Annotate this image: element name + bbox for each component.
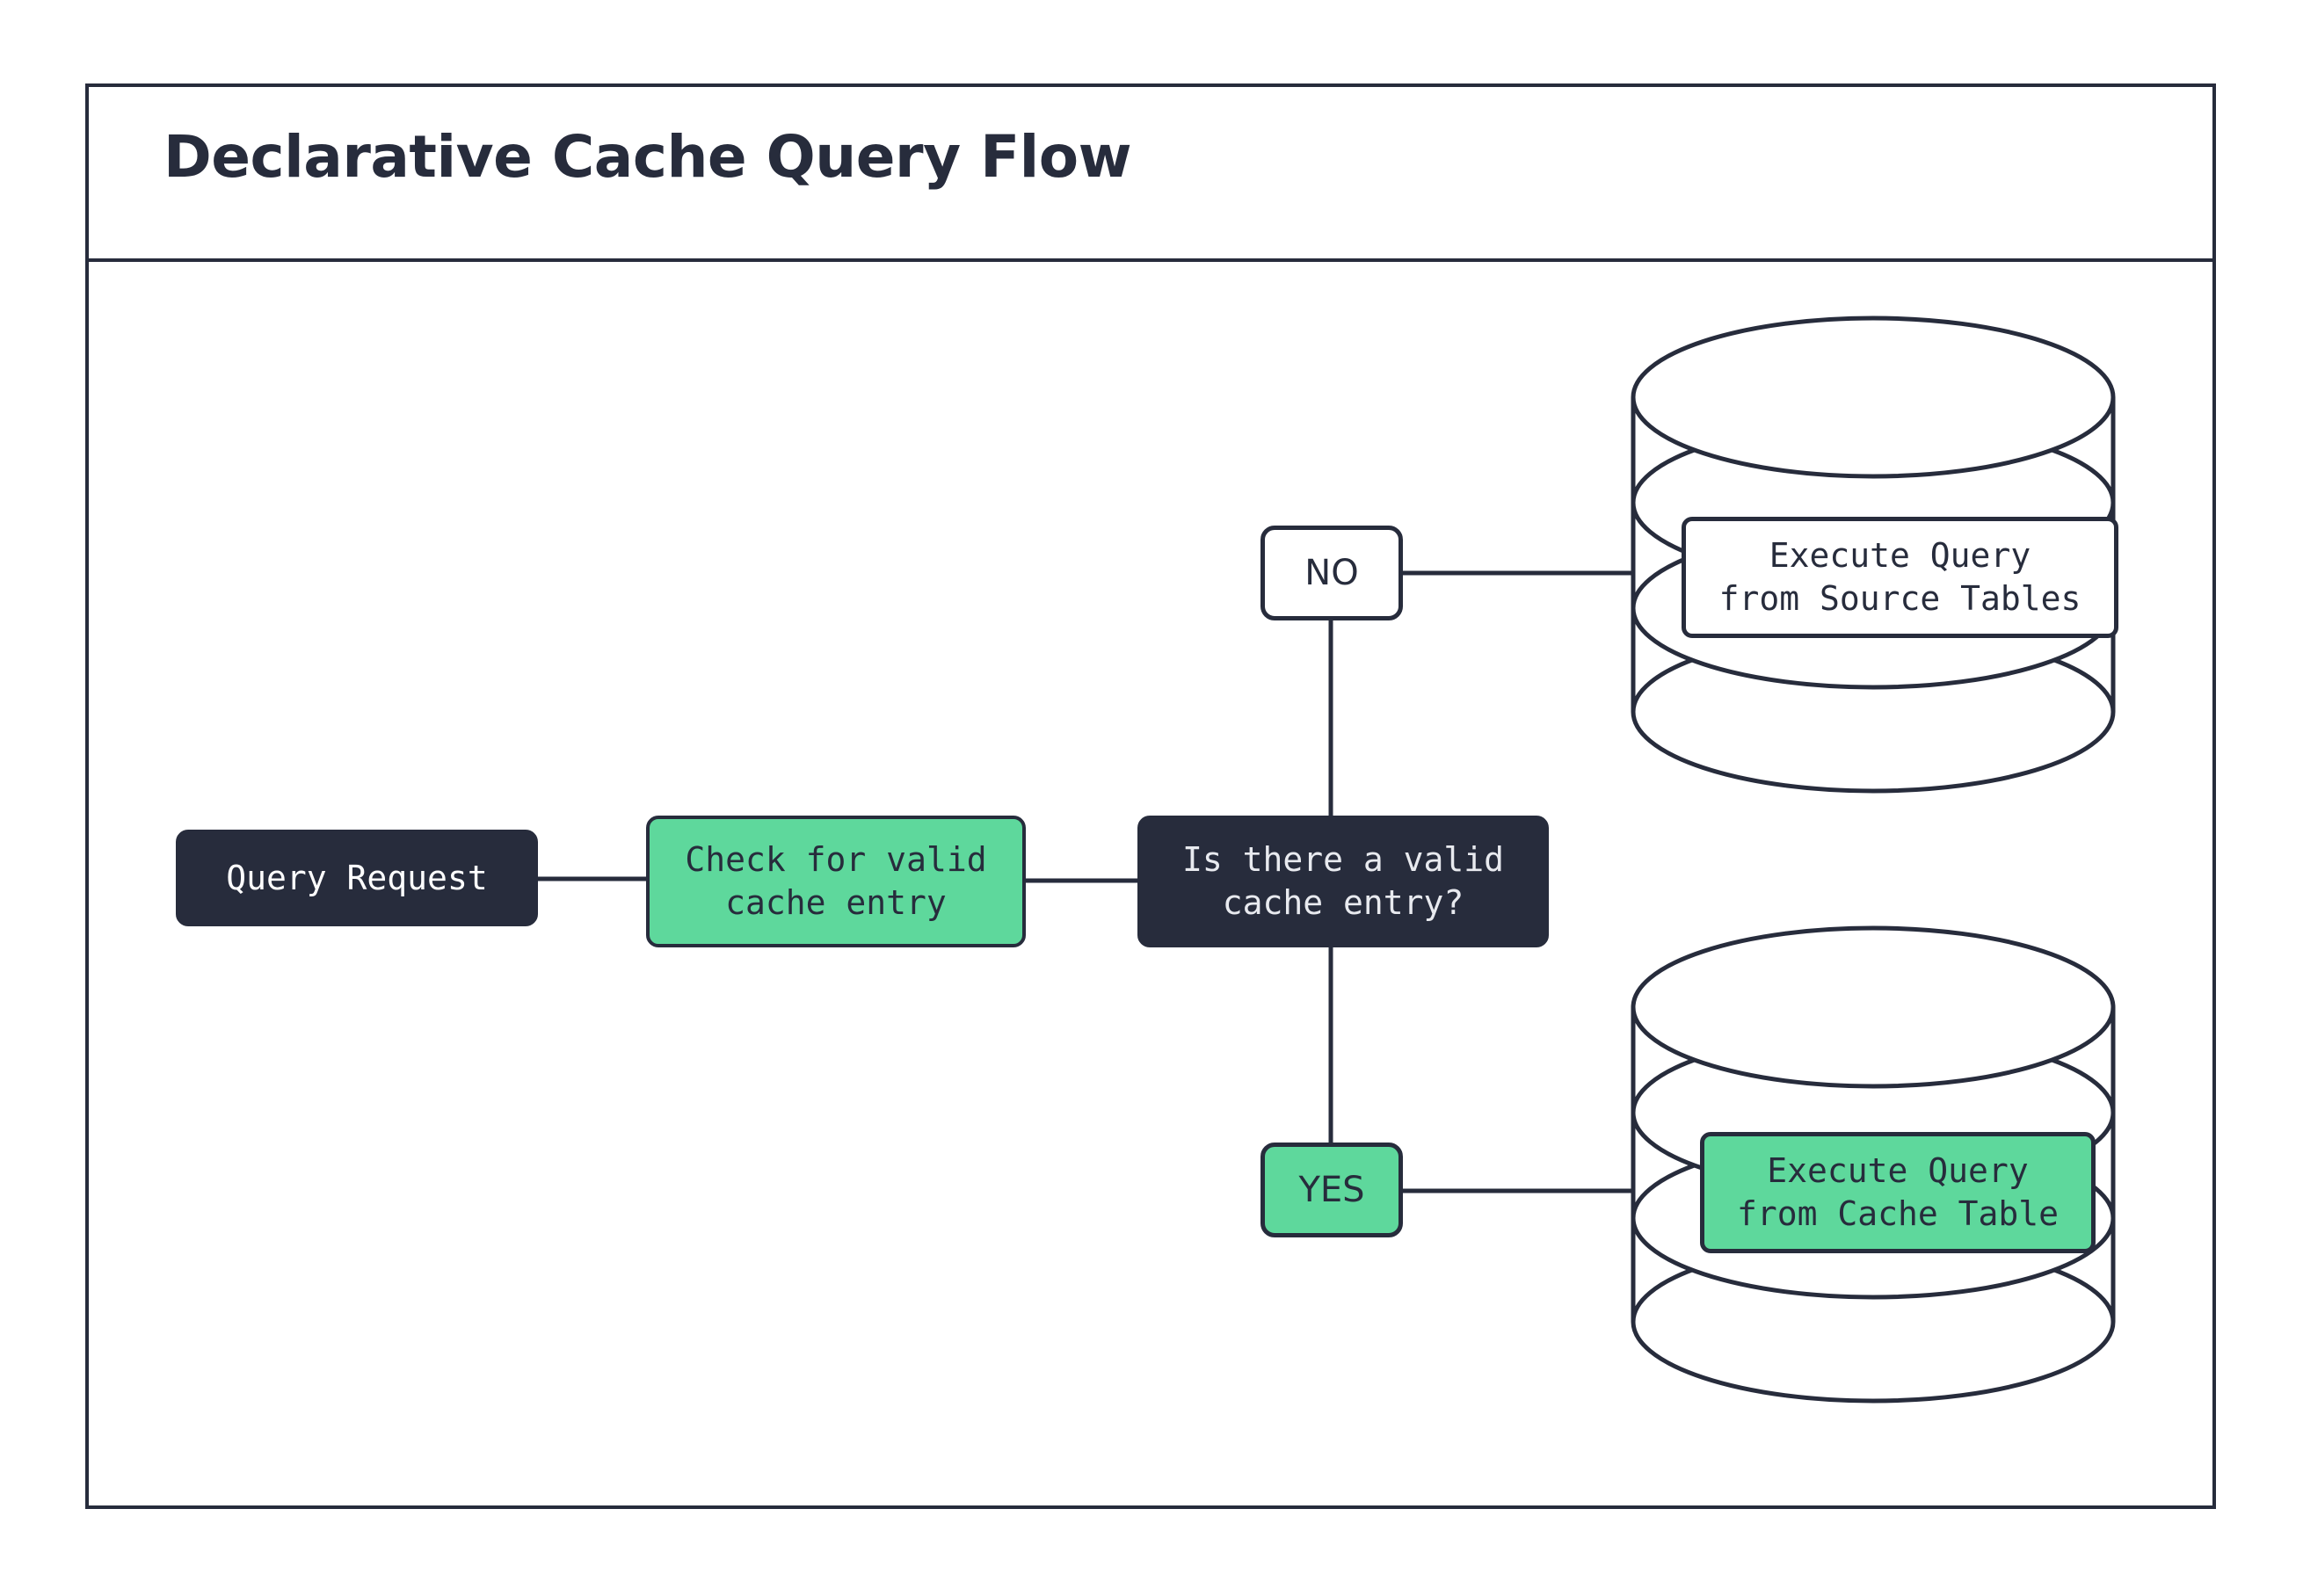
page-title: Declarative Cache Query Flow — [163, 123, 1132, 191]
node-check-for-valid-cache-entry[interactable]: Check for valid cache entry — [646, 816, 1026, 947]
header-divider — [85, 258, 2216, 262]
diagram-frame — [85, 83, 2216, 1509]
node-decision-valid-cache-entry[interactable]: Is there a valid cache entry? — [1137, 816, 1549, 947]
node-execute-query-from-source-tables[interactable]: Execute Query from Source Tables — [1682, 517, 2118, 638]
branch-label-no[interactable]: NO — [1260, 526, 1403, 620]
node-query-request[interactable]: Query Request — [176, 830, 538, 926]
node-execute-query-from-cache-table[interactable]: Execute Query from Cache Table — [1700, 1132, 2096, 1253]
branch-label-yes[interactable]: YES — [1260, 1143, 1403, 1237]
